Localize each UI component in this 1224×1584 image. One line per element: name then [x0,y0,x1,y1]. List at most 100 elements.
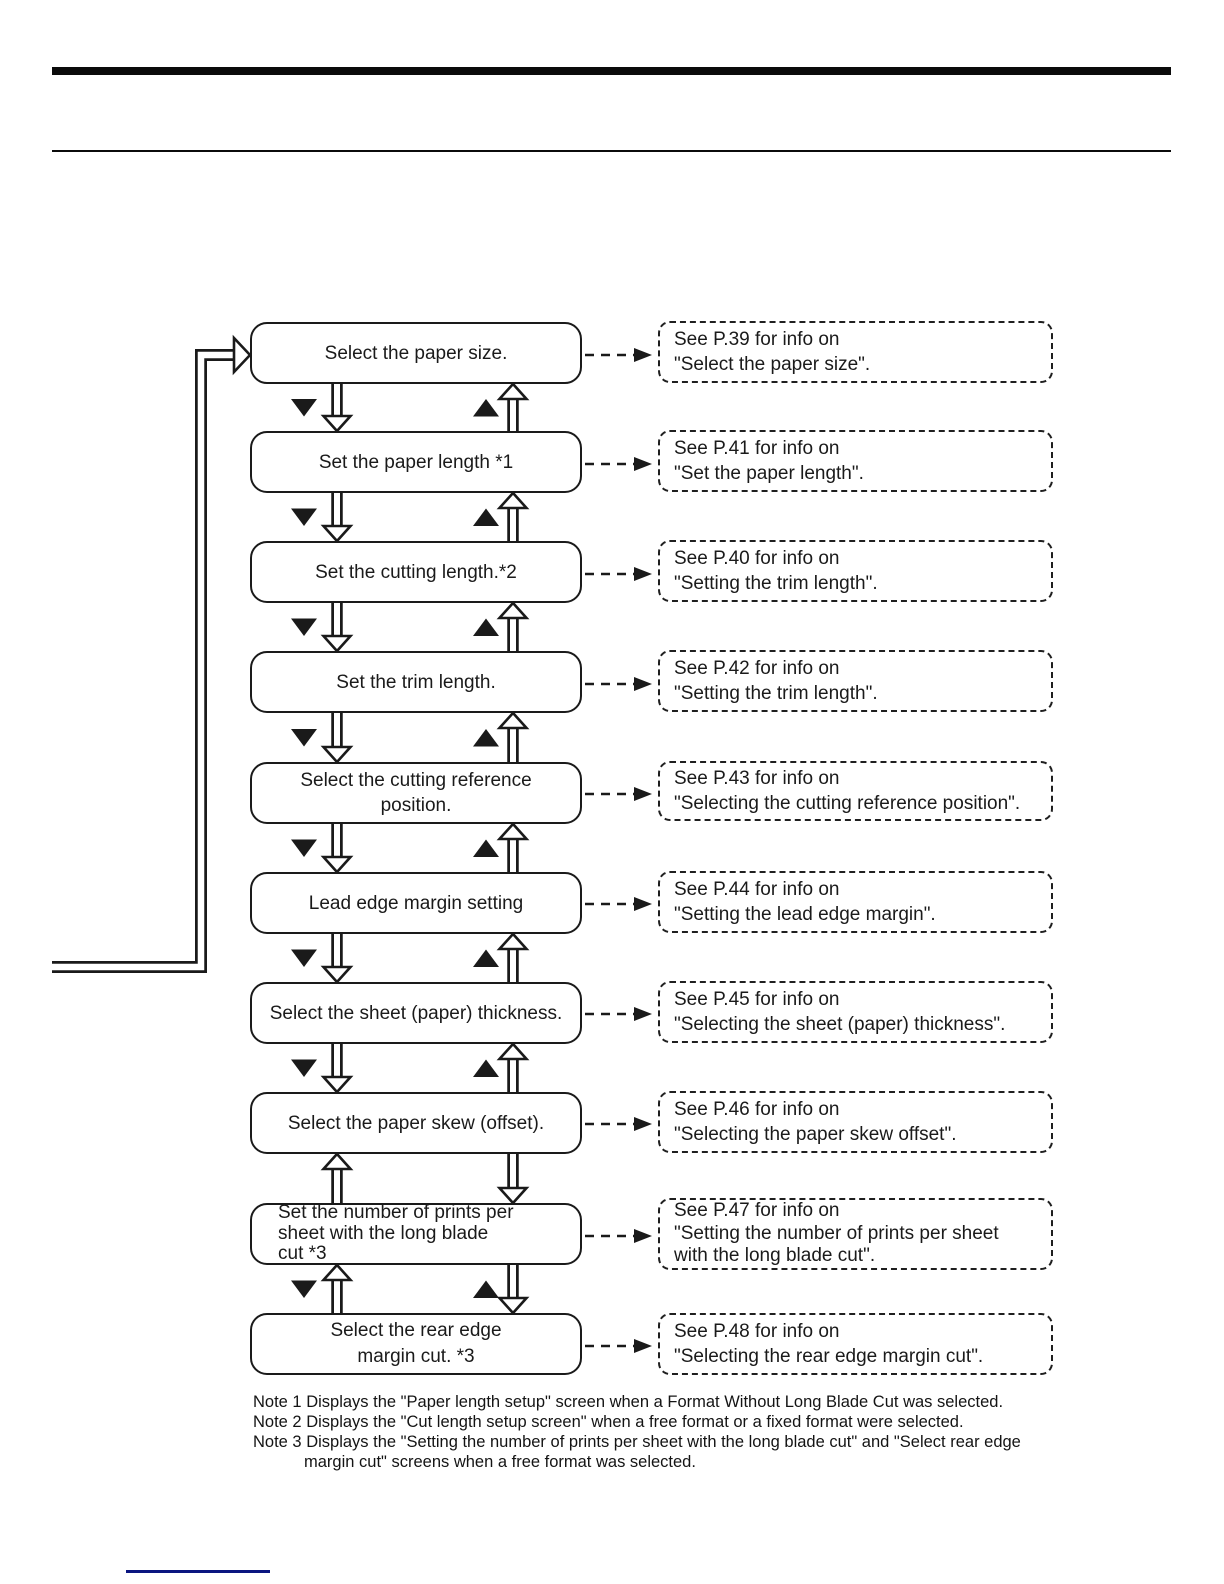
hollow-arrow-head-icon [496,382,530,401]
ref-box-p45: See P.45 for info on "Selecting the shee… [658,981,1053,1043]
page-secondary-rule [52,150,1171,152]
reference-pointer-8 [585,1117,652,1131]
ref-title-line: "Set the paper length". [674,463,864,484]
ref-see-line: See P.42 for info on [674,658,840,679]
nav-up-triangle-icon [473,1280,499,1298]
pointer-arrowhead-icon [634,1007,652,1021]
flow-step-prints-per-sheet: Set the number of prints per sheet with … [250,1203,582,1265]
hollow-arrow-head-icon [320,634,354,653]
reference-pointer-9 [585,1229,652,1243]
nav-up-triangle-icon [473,1059,499,1077]
pointer-arrowhead-icon [634,1117,652,1131]
pointer-arrowhead-icon [634,348,652,362]
nav-up-triangle-icon [473,729,499,747]
flow-step-paper-skew: Select the paper skew (offset). [250,1092,582,1154]
hollow-arrow-head-icon [320,1075,354,1094]
ref-box-p46: See P.46 for info on "Selecting the pape… [658,1091,1053,1153]
ref-see-line: See P.40 for info on [674,548,840,569]
reference-pointer-6 [585,897,652,911]
hollow-arrow-head-icon [496,932,530,951]
step-label: Select the paper skew (offset). [287,1112,545,1134]
ref-see-line: See P.45 for info on [674,989,840,1010]
reference-pointer-4 [585,677,652,691]
hollow-arrow-head-icon [320,1263,354,1282]
nav-down-triangle-icon [291,839,317,857]
ref-title-line: "Selecting the paper skew offset". [674,1124,957,1145]
hollow-arrow-head-icon [320,745,354,764]
reference-pointer-10 [585,1339,652,1353]
flow-step-set-trim-length: Set the trim length. [250,651,582,713]
reference-pointer-3 [585,567,652,581]
step-connector-6 [291,932,530,984]
flow-step-cutting-reference: Select the cutting reference position. [250,762,582,824]
ref-see-line: See P.43 for info on [674,768,840,789]
footer-link-underline[interactable] [126,1570,270,1573]
step-label: Set the number of prints per sheet with … [278,1202,514,1265]
ref-box-p41: See P.41 for info on "Set the paper leng… [658,430,1053,492]
flow-step-set-paper-length: Set the paper length *1 [250,431,582,493]
ref-see-line: See P.46 for info on [674,1099,840,1120]
nav-down-triangle-icon [291,1280,317,1298]
reference-pointer-1 [585,348,652,362]
hollow-arrow-head-icon [496,1042,530,1061]
hollow-arrow-head-icon [496,711,530,730]
step-label: Set the cutting length.*2 [315,561,517,583]
hollow-arrow-head-icon [496,1296,530,1315]
flow-step-set-cutting-length: Set the cutting length.*2 [250,541,582,603]
step-connector-3 [291,601,530,653]
step-label: Lead edge margin setting [308,892,524,914]
ref-title-line: "Select the paper size". [674,354,871,375]
ref-box-p39: See P.39 for info on "Select the paper s… [658,321,1053,383]
step-label: Select the sheet (paper) thickness. [269,1002,563,1024]
ref-title-line: "Setting the trim length". [674,573,878,594]
note-2: Note 2 Displays the "Cut length setup sc… [253,1413,964,1431]
note-3-line-1: Note 3 Displays the "Setting the number … [253,1433,1021,1451]
page-top-thick-rule [52,67,1171,75]
nav-up-triangle-icon [473,949,499,967]
nav-up-triangle-icon [473,399,499,417]
step-label: Select the cutting reference position. [300,770,532,816]
step-label: Set the trim length. [336,671,496,693]
pointer-arrowhead-icon [634,787,652,801]
hollow-arrow-head-icon [320,855,354,874]
step-connector-9 [291,1263,530,1315]
ref-box-p47: See P.47 for info on "Setting the number… [658,1198,1053,1270]
nav-down-triangle-icon [291,1059,317,1077]
reference-pointer-7 [585,1007,652,1021]
flow-step-rear-edge-margin-cut: Select the rear edge margin cut. *3 [250,1313,582,1375]
ref-box-p43: See P.43 for info on "Selecting the cutt… [658,761,1053,821]
hollow-arrow-head-icon [320,414,354,433]
reference-pointer-2 [585,457,652,471]
hollow-arrow-head-icon [320,524,354,543]
note-1: Note 1 Displays the "Paper length setup"… [253,1393,1004,1411]
nav-down-triangle-icon [291,508,317,526]
step-connector-8 [320,1152,530,1205]
ref-box-p40: See P.40 for info on "Setting the trim l… [658,540,1053,602]
ref-title-line: "Setting the trim length". [674,683,878,704]
ref-box-p48: See P.48 for info on "Selecting the rear… [658,1313,1053,1375]
step-connector-1 [291,382,530,433]
ref-title-line: "Selecting the sheet (paper) thickness". [674,1014,1006,1035]
flow-step-select-paper-size: Select the paper size. [250,322,582,384]
ref-title-line: "Setting the lead edge margin". [674,904,936,925]
reference-pointer-5 [585,787,652,801]
hollow-arrow-head-icon [496,601,530,620]
step-connector-7 [291,1042,530,1094]
ref-see-line: See P.39 for info on [674,329,840,350]
step-connector-2 [291,491,530,543]
ref-see-line: See P.48 for info on [674,1321,840,1342]
step-label: Select the rear edge margin cut. *3 [330,1320,502,1367]
hollow-arrow-head-icon [496,822,530,841]
note-3-line-2: margin cut" screens when a free format w… [304,1453,696,1471]
pointer-arrowhead-icon [634,897,652,911]
ref-box-p42: See P.42 for info on "Setting the trim l… [658,650,1053,712]
flow-step-sheet-thickness: Select the sheet (paper) thickness. [250,982,582,1044]
nav-down-triangle-icon [291,729,317,747]
ref-see-line: See P.44 for info on [674,879,840,900]
pointer-arrowhead-icon [634,567,652,581]
ref-box-p44: See P.44 for info on "Setting the lead e… [658,871,1053,933]
pointer-arrowhead-icon [634,457,652,471]
nav-up-triangle-icon [473,508,499,526]
ref-title-line: "Selecting the rear edge margin cut". [674,1346,984,1367]
